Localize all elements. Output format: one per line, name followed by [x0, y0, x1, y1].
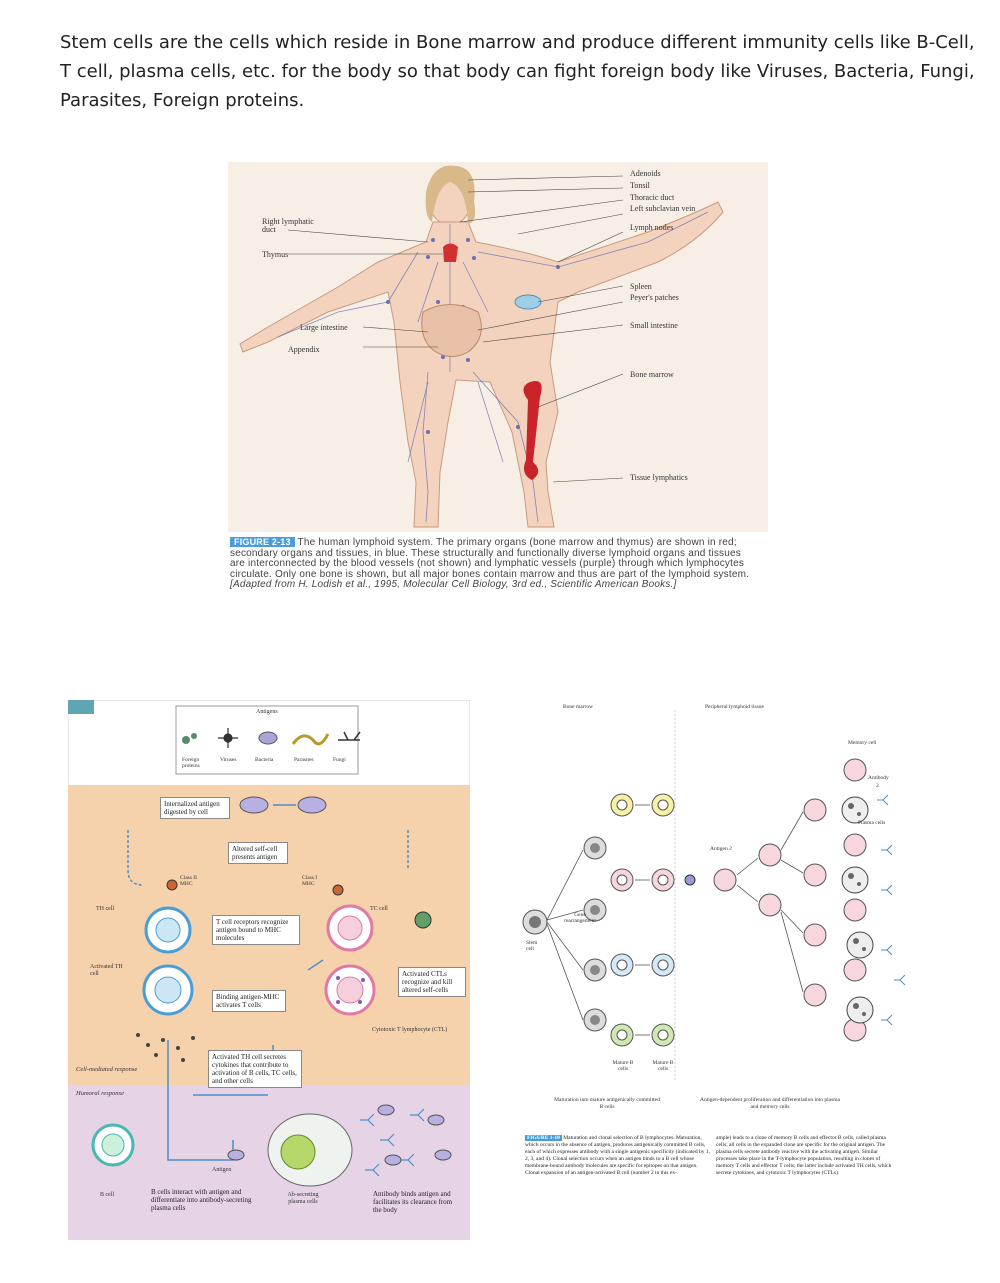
humoral-label: Humoral response [76, 1090, 124, 1097]
antigen-parasites: Parasites [294, 757, 314, 763]
proliferation-caption: Antigen-dependent proliferation and diff… [700, 1097, 840, 1110]
stem-cell-label: Stem cell [526, 940, 538, 952]
label-appendix: Appendix [288, 345, 320, 354]
antigen-fungi: Fungi [333, 757, 346, 763]
label-spleen: Spleen [630, 282, 652, 291]
label-thymus: Thymus [262, 250, 289, 259]
plasma-cells-label-2: Plasma cells [858, 820, 886, 826]
step-6-box: Activated TH cell secretes cytokines tha… [208, 1050, 302, 1088]
figure-tag: FIGURE 2-13 [230, 537, 295, 547]
caption-source: [Adapted from H. Lodish et al., 1995, Mo… [230, 579, 677, 590]
intro-paragraph: Stem cells are the cells which reside in… [60, 32, 975, 111]
bcell-caption-col1: FIGURE 1-10 Maturation and clonal select… [525, 1135, 710, 1177]
label-peyers-patches: Peyer's patches [630, 293, 679, 302]
antigen-viruses: Viruses [220, 757, 237, 763]
peripheral-header: Peripheral lymphoid tissue [705, 704, 764, 710]
label-right-lymphatic-duct: Right lymphatic duct [262, 217, 314, 234]
bone-marrow-header: Bone marrow [563, 704, 594, 710]
label-left-subclavian-vein: Left subclavian vein [630, 204, 696, 213]
tc-cell-label: TC cell [370, 906, 388, 912]
label-large-intestine: Large intestine [300, 323, 348, 332]
mature-b-cells-1: Mature B cells [612, 1060, 634, 1072]
bcell-caption-col2: ample) leads to a clone of memory B cell… [716, 1135, 892, 1176]
label-lymph-nodes: Lymph nodes [630, 223, 674, 232]
activated-th-label: Activated TH cell [90, 964, 123, 977]
step-internalized-box: Internalized antigen digested by cell [160, 797, 230, 819]
antigen-bacteria: Bacteria [255, 757, 274, 763]
antigen-foreign-proteins: Foreign proteins [182, 757, 200, 769]
lymphoid-system-illustration [228, 162, 768, 532]
antigens-title: Antigens [256, 709, 278, 715]
class2-mhc-label: Class II MHC [180, 875, 197, 887]
immune-response-diagram [68, 700, 470, 1240]
cell-mediated-label: Cell-mediated response [76, 1066, 138, 1073]
bcell-figure-tag: FIGURE 1-10 [525, 1135, 562, 1141]
step-5-box: Activated CTLs recognize and kill altere… [398, 967, 466, 997]
label-tonsil: Tonsil [630, 181, 650, 190]
label-small-intestine: Small intestine [630, 321, 678, 330]
b-cell-label: B cell [100, 1192, 115, 1198]
memory-cell-label: Memory cell [848, 740, 877, 746]
mature-b-cells-2: Mature B cells [652, 1060, 674, 1072]
th-cell-label: TH cell [96, 906, 115, 912]
lymphoid-figure-caption: FIGURE 2-13 The human lymphoid system. T… [230, 537, 755, 591]
antibody-number: 2 [876, 783, 879, 789]
antigen-label: Antigen [212, 1167, 232, 1173]
label-tissue-lymphatics: Tissue lymphatics [630, 473, 688, 482]
bcell-caption-a: Maturation and clonal selection of B lym… [525, 1135, 710, 1176]
step-4-box: Binding antigen-MHC activates T cells [212, 990, 286, 1012]
step-3-box: T cell receptors recognize antigen bound… [212, 915, 300, 945]
label-adenoids: Adenoids [630, 169, 661, 178]
maturation-caption: Maturation into mature antigenically com… [554, 1097, 660, 1110]
b-cell-clonal-selection-diagram [515, 700, 915, 1100]
antibody-label: Antibody [868, 775, 889, 781]
step-2-box: Altered self-cell presents antigen [228, 842, 288, 864]
plasma-cells-label: Ab-secreting plasma cells [287, 1192, 319, 1205]
step-b-box: B cells interact with antigen and differ… [151, 1188, 252, 1212]
antigen2-label: Antigen 2 [710, 846, 732, 852]
ctl-label: Cytotoxic T lymphocyte (CTL) [372, 1027, 448, 1033]
caption-text: The human lymphoid system. The primary o… [230, 537, 750, 580]
gene-rearrangement-label: Gene rearrangement [564, 912, 596, 924]
step-ab-box: Antibody binds antigen and facilitates i… [373, 1190, 453, 1214]
label-bone-marrow: Bone marrow [630, 370, 674, 379]
label-thoracic-duct: Thoracic duct [630, 193, 675, 202]
class1-mhc-label: Class I MHC [302, 875, 318, 887]
